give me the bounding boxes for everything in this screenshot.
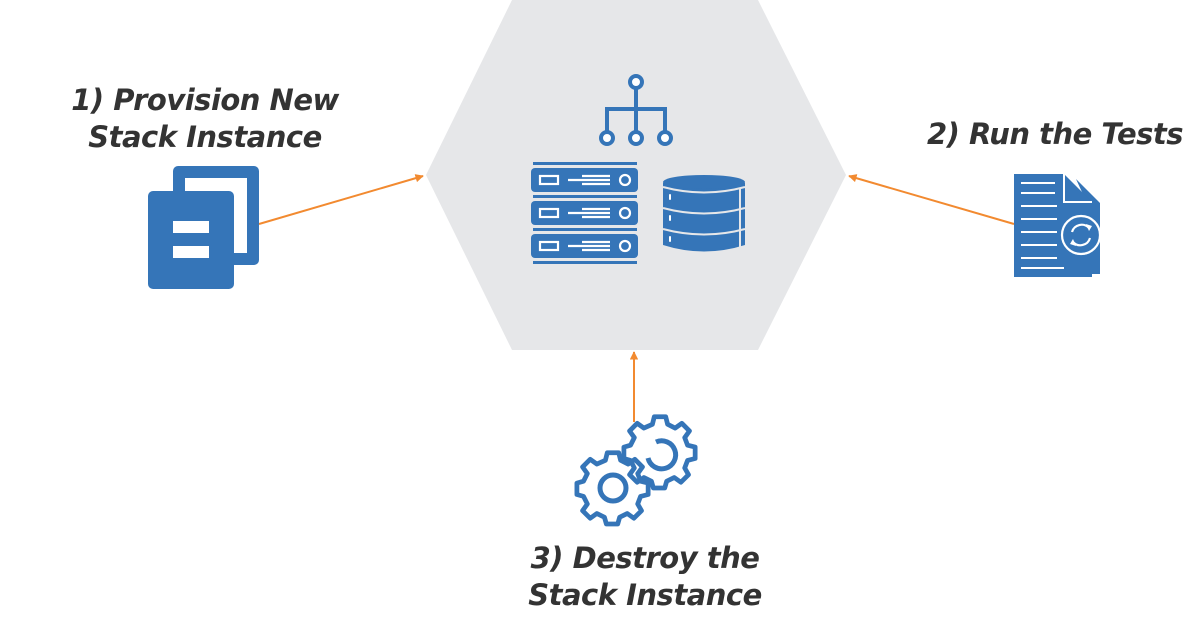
gears-icon [574, 414, 698, 527]
small-gear-icon [574, 450, 651, 527]
step-1-label-line-1: 1) Provision New [71, 83, 339, 117]
arrow-tests-to-stack [848, 174, 1015, 225]
server-rack-icon [531, 162, 638, 264]
documents-copy-icon [148, 166, 259, 289]
step-3-label-line-2: Stack Instance [528, 578, 762, 612]
step-3-label-line-1: 3) Destroy the [530, 541, 760, 575]
large-gear-icon [621, 414, 698, 491]
step-2-label-line-1: 2) Run the Tests [926, 117, 1183, 151]
step-3-label: 3) Destroy the Stack Instance [500, 540, 790, 614]
test-document-refresh-icon [1014, 174, 1102, 277]
database-icon [662, 175, 746, 252]
step-1-label: 1) Provision New Stack Instance [60, 82, 350, 156]
arrow-provision-to-stack [258, 174, 424, 225]
network-icon [599, 74, 673, 146]
step-1-label-line-2: Stack Instance [88, 120, 322, 154]
step-2-label: 2) Run the Tests [925, 116, 1183, 153]
